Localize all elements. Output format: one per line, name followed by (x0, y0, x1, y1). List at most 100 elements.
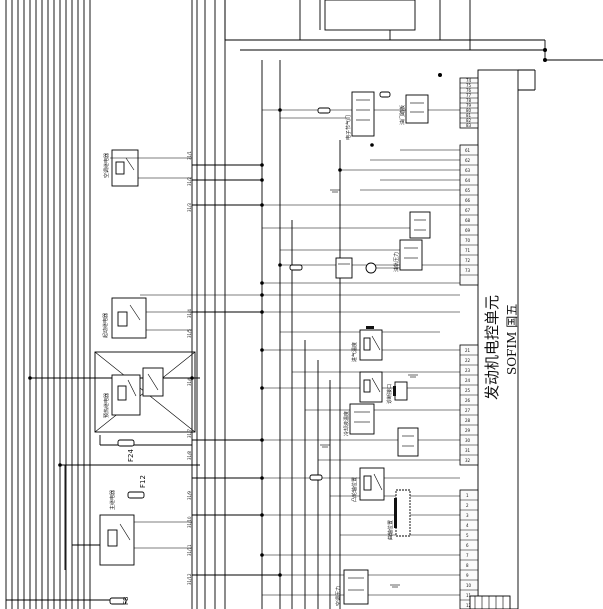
pin-label: 82 (466, 118, 472, 123)
sensor-label-8: 曲轴位置 (387, 520, 394, 540)
left-bus-lines (5, 0, 91, 609)
relay-main: 主继电器 (64, 465, 192, 570)
pin-label: 32 (465, 458, 471, 463)
module-right-218 (409, 211, 431, 239)
signal-wires (140, 109, 460, 596)
ecu-pin-block-mid (459, 144, 479, 286)
connector-code: 31/11 (187, 544, 192, 556)
sensor-label-3: 油轨压力 (393, 252, 400, 272)
pin-label: 27 (465, 408, 471, 413)
pin-label: 24 (465, 378, 471, 383)
module-right-250: 油轨压力 (393, 239, 423, 272)
connector-code: 31/10 (187, 516, 192, 528)
relay-main-label: 主继电器 (109, 490, 116, 510)
pin-label: 21 (465, 348, 471, 353)
relay-crossed-label: 预热继电器 (103, 393, 110, 418)
pin-label: 10 (466, 583, 472, 588)
fuse-f24: F24 (117, 439, 135, 462)
connector-code: 31/9 (187, 491, 192, 500)
pin-label: 26 (465, 398, 471, 403)
pin-label: 22 (465, 358, 471, 363)
pin-label: 4 (466, 523, 469, 528)
module-440 (397, 427, 419, 457)
connector-code: 31/5 (187, 329, 192, 338)
connector-code: 31/4 (187, 309, 192, 318)
module-diag: 诊断接口 (386, 381, 408, 404)
pin-label: 65 (465, 188, 471, 193)
ground-symbols (320, 189, 418, 588)
pin-label: 77 (466, 93, 472, 98)
ecu-unit: 发动机电控单元 SOFIM 国五 (477, 69, 536, 609)
relay-crossed-box: 预热继电器 (94, 351, 196, 433)
pin-label: 23 (465, 368, 471, 373)
pin-label: 83 (466, 123, 472, 128)
sensor-label-9: 空调压力 (335, 586, 342, 606)
fuse-f12-label: F12 (139, 475, 147, 488)
connector-code: 31/2 (187, 177, 192, 186)
pin-label: 25 (465, 388, 471, 393)
black-bar-left (366, 326, 374, 329)
ecu-title: 发动机电控单元 (483, 295, 501, 400)
fuse-f12: F12 (127, 475, 147, 499)
pin-label: 66 (465, 198, 471, 203)
sensor-label-4: 进气温度 (351, 342, 358, 362)
fuse-f24-label: F24 (127, 449, 135, 462)
pin-label: 70 (465, 238, 471, 243)
relay-top-left: 空调继电器 (103, 149, 192, 187)
fuse-f8-label: F8 (122, 597, 130, 605)
connector-code-labels: 31/1 31/2 31/3 31/4 31/5 31/6 31/7 31/8 … (187, 151, 192, 585)
relay-center-480: 凸轮轴位置 (351, 467, 385, 502)
relay-mid-left: 起动继电器 (102, 297, 192, 339)
connector-code: 31/3 (187, 203, 192, 212)
component-shield-center (335, 257, 353, 279)
sensor-label-2: 油门踏板 (399, 105, 406, 125)
pin-label: 61 (465, 148, 471, 153)
pin-label: 78 (466, 98, 472, 103)
fuse-f8: F8 (109, 597, 130, 605)
pin-label: 74 (466, 78, 472, 83)
pin-label: 75 (466, 83, 472, 88)
inline-resistors (289, 91, 391, 481)
relay-center-385 (359, 371, 383, 403)
relay-center-340: 进气温度 (351, 329, 383, 362)
pin-label: 9 (466, 573, 469, 578)
pin-label: 69 (465, 228, 471, 233)
module-410: 冷却液温度 (343, 403, 375, 436)
pin-label: 28 (465, 418, 471, 423)
pin-label: 68 (465, 218, 471, 223)
pin-label: 76 (466, 88, 472, 93)
pin-label: 12 (466, 603, 472, 608)
sensor-label-1: 电子节气门 (345, 115, 352, 140)
pin-label: 30 (465, 438, 471, 443)
connector-code: 31/6 (187, 377, 192, 386)
pin-label: 81 (466, 113, 472, 118)
pin-label: 67 (465, 208, 471, 213)
module-upper-center: 电子节气门 (345, 91, 375, 140)
pin-label: 64 (465, 178, 471, 183)
pin-label: 7 (466, 553, 469, 558)
sensor-label-5: 诊断接口 (386, 384, 393, 404)
pin-label: 62 (465, 158, 471, 163)
pin-label: 6 (466, 543, 469, 548)
module-dashed-510: 曲轴位置 (387, 489, 411, 540)
connector-code: 31/7 (187, 429, 192, 438)
module-bottom-580: 空调压力 (335, 569, 369, 606)
pin-label: 73 (465, 268, 471, 273)
pin-label: 3 (466, 513, 469, 518)
sensor-label-7: 凸轮轴位置 (351, 477, 358, 502)
ecu-pin-block-lower (459, 344, 479, 466)
connector-column (191, 0, 226, 609)
pin-label: 79 (466, 103, 472, 108)
bottom-edge-components (469, 595, 511, 609)
ecu-pin-block-upper (459, 77, 479, 129)
ecu-pin-block-bottom (459, 489, 479, 609)
sensor-label-6: 冷却液温度 (343, 411, 350, 436)
pin-label: 8 (466, 563, 469, 568)
left-horizontal-wires (6, 164, 280, 601)
pin-label: 5 (466, 533, 469, 538)
middle-trunk-lines (261, 60, 341, 609)
ecu-pin-labels: 74 75 76 77 78 79 80 81 82 83 61 62 63 6… (465, 78, 472, 608)
connector-code: 31/12 (187, 573, 192, 585)
pin-label: 63 (465, 168, 471, 173)
